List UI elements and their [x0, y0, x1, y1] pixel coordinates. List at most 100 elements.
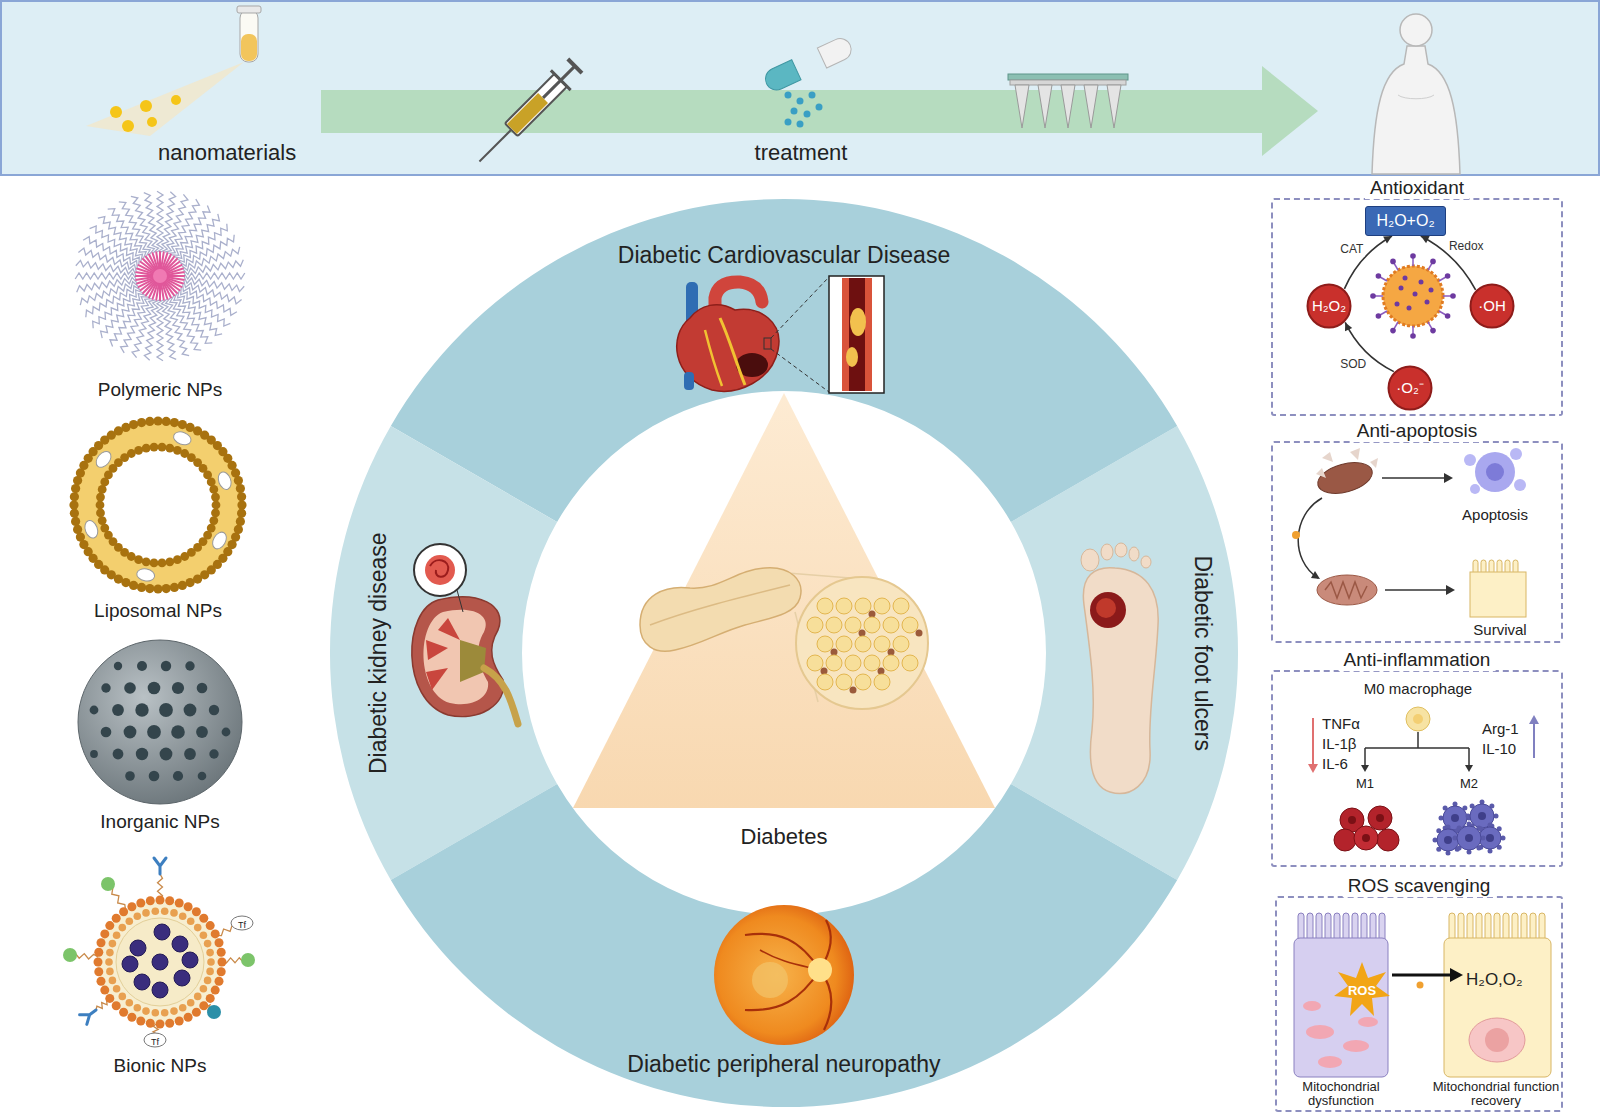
np-ligand — [1428, 322, 1432, 329]
lipid-head — [150, 559, 159, 568]
microneedle-patch — [1107, 85, 1121, 128]
np-ligand — [1410, 333, 1416, 339]
islet-cell — [855, 636, 871, 652]
membrane-head — [113, 931, 121, 939]
polymer-chain — [132, 300, 155, 358]
np-ligand — [1439, 311, 1446, 315]
cell-illustration — [1334, 962, 1390, 1016]
macrophage-illustration — [1533, 724, 1535, 758]
membrane-head — [194, 924, 202, 932]
capsule — [762, 60, 801, 94]
np-label: Bionic NPs — [114, 1055, 207, 1077]
np-label: Polymeric NPs — [98, 379, 223, 401]
np-cargo — [1429, 288, 1434, 293]
membrane-head — [170, 1007, 178, 1015]
np-label: Inorganic NPs — [100, 811, 219, 833]
mechanism-panel: Anti-inflammation — [1271, 670, 1563, 867]
lipid-head — [71, 517, 80, 526]
ligand — [63, 948, 77, 962]
caption-label: Mitochondrial dysfunction — [1291, 1080, 1391, 1109]
heart — [846, 347, 858, 367]
microneedle-patch — [1010, 80, 1126, 85]
membrane-head — [126, 918, 134, 926]
membrane-head — [106, 968, 114, 976]
label-slot: Survival — [1473, 621, 1526, 639]
islet-cell — [807, 617, 823, 633]
banner-text-slot: treatment — [755, 140, 848, 165]
islet-cell — [817, 674, 833, 690]
phenotype-label: M2 — [1460, 777, 1478, 792]
np-ligand — [1410, 253, 1416, 259]
retina — [714, 905, 854, 1045]
membrane-protein — [136, 567, 156, 582]
membrane-head — [105, 921, 114, 930]
heart — [842, 278, 872, 391]
lipid-head — [98, 485, 107, 494]
ligand-label: Tf — [151, 1037, 159, 1047]
edge-label: Redox — [1448, 240, 1485, 254]
heart — [829, 276, 884, 393]
lipid-head — [158, 559, 167, 568]
polymer-core — [161, 282, 164, 301]
apoptosis-illustration — [1510, 448, 1522, 460]
apoptosis-illustration — [1322, 452, 1333, 462]
membrane-head — [152, 1009, 160, 1017]
membrane-head — [206, 921, 215, 930]
syringe — [507, 93, 548, 134]
pore — [101, 727, 112, 738]
cell-illustration — [1469, 1018, 1525, 1062]
kidney — [484, 668, 518, 724]
m2-cell — [1443, 806, 1467, 830]
membrane-head — [218, 958, 227, 967]
pore — [124, 682, 136, 694]
syringe — [470, 56, 585, 171]
ring-band: Diabetic foot ulcers — [1190, 555, 1216, 751]
polymer-chain — [131, 196, 154, 254]
cell-illustration — [1294, 938, 1388, 1077]
np-ligand — [1443, 295, 1451, 297]
pore — [148, 682, 161, 695]
polymer-core — [166, 268, 184, 274]
macrophage-illustration — [1406, 707, 1430, 731]
pore — [222, 728, 231, 737]
capsule — [817, 35, 854, 68]
test-tube — [110, 106, 122, 118]
capsule — [785, 92, 792, 99]
pore — [101, 683, 110, 692]
islet-cell — [902, 617, 918, 633]
capsule — [804, 111, 811, 118]
cell-illustration — [1358, 1017, 1378, 1027]
foot — [1141, 556, 1151, 568]
microneedle-patch — [1038, 85, 1052, 128]
cell-illustration — [1392, 974, 1452, 977]
kidney — [425, 555, 455, 585]
label-slot: Apoptosis — [1462, 506, 1528, 524]
foot — [1081, 549, 1099, 571]
membrane-head — [112, 1001, 121, 1010]
apoptosis-illustration — [1475, 452, 1515, 492]
islet-spot — [888, 649, 895, 656]
edge-label: SOD — [1339, 358, 1367, 372]
islet-cell — [874, 674, 890, 690]
cell-fate-label: Apoptosis — [1462, 506, 1528, 523]
membrane-head — [217, 967, 226, 976]
polymer-chain — [184, 281, 242, 304]
macrophage-illustration — [1413, 714, 1423, 724]
heart — [684, 372, 694, 390]
bionic-shell — [98, 900, 222, 1024]
heart — [849, 278, 865, 391]
lipid-head — [150, 443, 159, 452]
apoptosis-illustration — [1514, 479, 1526, 491]
lipid-head — [71, 484, 80, 493]
pore — [184, 748, 196, 760]
macrophage-illustration — [1308, 707, 1539, 856]
membrane-head — [175, 899, 184, 908]
top-banner — [1, 1, 1599, 175]
membrane-head — [94, 958, 103, 967]
cell-label: M0 macrophage — [1364, 680, 1472, 697]
cell-illustration — [1485, 1028, 1509, 1052]
kidney — [438, 618, 460, 640]
membrane-head — [204, 940, 212, 948]
test-tube — [147, 117, 157, 127]
